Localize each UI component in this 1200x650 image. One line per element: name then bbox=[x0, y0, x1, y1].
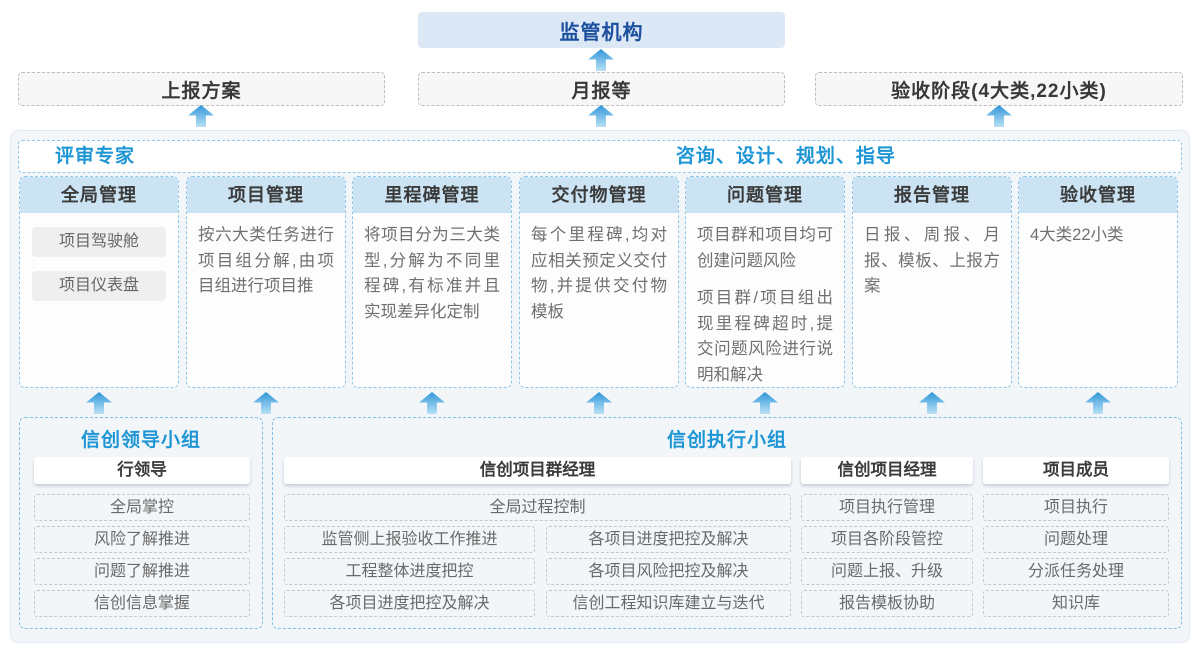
column-title: 全局管理 bbox=[20, 177, 178, 213]
column-global-mgmt: 全局管理 项目驾驶舱 项目仪表盘 bbox=[19, 176, 179, 388]
column-title: 报告管理 bbox=[853, 177, 1011, 213]
column-project-mgmt: 项目管理 按六大类任务进行项目组分解,由项目组进行项目推 bbox=[186, 176, 346, 388]
report-box-plan: 上报方案 bbox=[18, 72, 385, 106]
exec-group: 信创执行小组 信创项目群经理 全局过程控制 监管侧上报验收工作推进 工程整体进度… bbox=[272, 417, 1182, 629]
chip-project-cockpit: 项目驾驶舱 bbox=[32, 227, 166, 257]
arrow-up-icon bbox=[588, 105, 614, 127]
member-item: 问题处理 bbox=[983, 526, 1169, 553]
pgm-item: 工程整体进度把控 bbox=[284, 558, 535, 585]
arrow-up-icon bbox=[188, 105, 214, 127]
pm-item: 问题上报、升级 bbox=[801, 558, 973, 585]
member-item: 分派任务处理 bbox=[983, 558, 1169, 585]
experts-title: 评审专家 bbox=[55, 146, 136, 167]
column-title: 验收管理 bbox=[1019, 177, 1177, 213]
pgm-item: 监管侧上报验收工作推进 bbox=[284, 526, 535, 553]
exec-group-title: 信创执行小组 bbox=[666, 430, 787, 451]
column-title: 项目管理 bbox=[187, 177, 345, 213]
column-acceptance-mgmt: 验收管理 4大类22小类 bbox=[1018, 176, 1178, 388]
report-box-acceptance: 验收阶段(4大类,22小类) bbox=[815, 72, 1183, 106]
pm-item: 项目执行管理 bbox=[801, 494, 973, 521]
arrow-up-icon bbox=[986, 105, 1012, 127]
column-description: 项目群/项目组出现里程碑超时,提交问题风险进行说明和解决 bbox=[697, 289, 833, 384]
leader-item: 问题了解推进 bbox=[34, 558, 250, 585]
regulator-box: 监管机构 bbox=[418, 12, 785, 48]
column-description: 4大类22小类 bbox=[1030, 226, 1124, 244]
leader-group: 信创领导小组 行领导 全局掌控 风险了解推进 问题了解推进 信创信息掌握 bbox=[19, 417, 263, 629]
role-member: 项目成员 bbox=[983, 457, 1169, 484]
leader-item: 全局掌控 bbox=[34, 494, 250, 521]
arrow-up-icon bbox=[588, 49, 614, 71]
consulting-title: 咨询、设计、规划、指导 bbox=[675, 146, 896, 167]
pgm-item-full: 全局过程控制 bbox=[284, 494, 791, 521]
chip-project-dashboard: 项目仪表盘 bbox=[32, 271, 166, 301]
column-deliverable-mgmt: 交付物管理 每个里程碑,均对应相关预定义交付物,并提供交付物模板 bbox=[519, 176, 679, 388]
column-title: 问题管理 bbox=[686, 177, 844, 213]
column-milestone-mgmt: 里程碑管理 将项目分为三大类型,分解为不同里程碑,有标准并且实现差异化定制 bbox=[352, 176, 512, 388]
role-project-manager: 信创项目经理 bbox=[801, 457, 973, 484]
column-description: 每个里程碑,均对应相关预定义交付物,并提供交付物模板 bbox=[531, 226, 667, 321]
column-description: 将项目分为三大类型,分解为不同里程碑,有标准并且实现差异化定制 bbox=[364, 226, 500, 321]
pgm-item: 各项目进度把控及解决 bbox=[546, 526, 791, 553]
column-description: 项目群和项目均可创建问题风险 bbox=[697, 226, 833, 270]
leader-item: 风险了解推进 bbox=[34, 526, 250, 553]
pm-item: 项目各阶段管控 bbox=[801, 526, 973, 553]
pm-item: 报告模板协助 bbox=[801, 590, 973, 617]
pgm-item: 各项目风险把控及解决 bbox=[546, 558, 791, 585]
leader-item: 信创信息掌握 bbox=[34, 590, 250, 617]
column-issue-mgmt: 问题管理 项目群和项目均可创建问题风险 项目群/项目组出现里程碑超时,提交问题风… bbox=[685, 176, 845, 388]
role-program-manager: 信创项目群经理 bbox=[284, 457, 791, 484]
column-title: 里程碑管理 bbox=[353, 177, 511, 213]
pgm-item: 信创工程知识库建立与迭代 bbox=[546, 590, 791, 617]
member-item: 项目执行 bbox=[983, 494, 1169, 521]
pgm-item: 各项目进度把控及解决 bbox=[284, 590, 535, 617]
experts-bar: 评审专家 咨询、设计、规划、指导 bbox=[18, 140, 1182, 173]
column-report-mgmt: 报告管理 日报、周报、月报、模板、上报方案 bbox=[852, 176, 1012, 388]
report-box-monthly: 月报等 bbox=[418, 72, 785, 106]
column-description: 按六大类任务进行项目组分解,由项目组进行项目推 bbox=[198, 226, 334, 296]
member-item: 知识库 bbox=[983, 590, 1169, 617]
leader-group-title: 信创领导小组 bbox=[80, 430, 201, 451]
role-bank-leader: 行领导 bbox=[34, 457, 250, 484]
column-description: 日报、周报、月报、模板、上报方案 bbox=[864, 226, 1000, 296]
column-title: 交付物管理 bbox=[520, 177, 678, 213]
